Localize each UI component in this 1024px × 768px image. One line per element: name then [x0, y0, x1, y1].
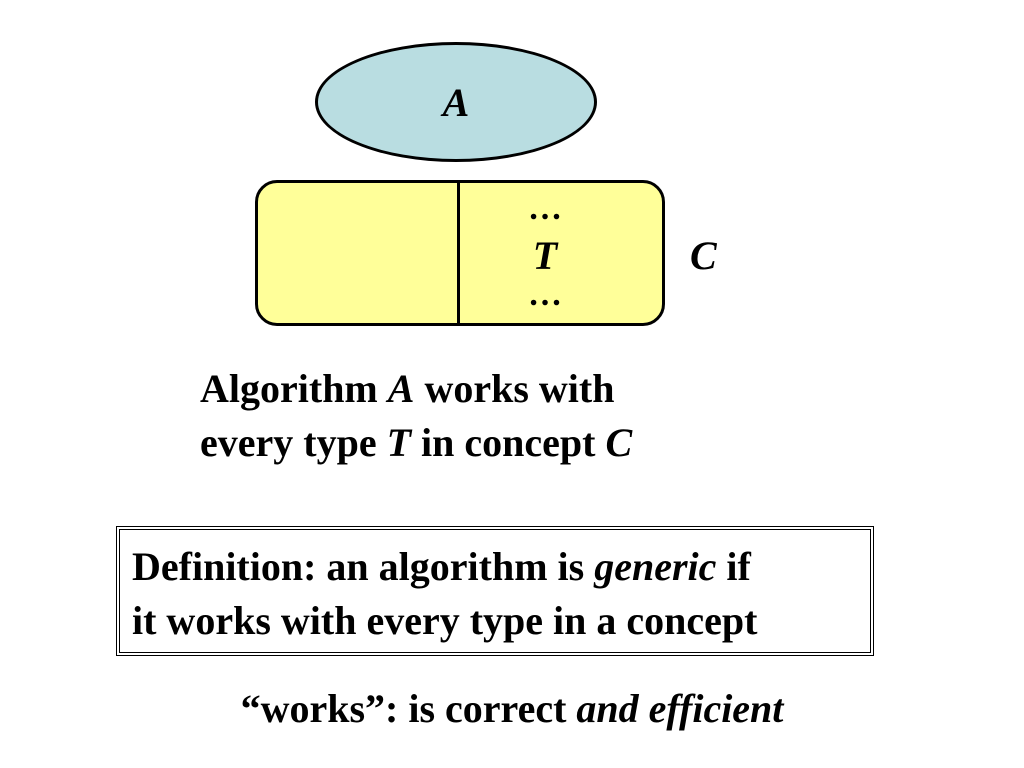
algorithm-ellipse: A	[315, 42, 597, 162]
ellipsis-top: …	[528, 190, 562, 227]
definition-line-1: Definition: an algorithm is generic if	[132, 540, 870, 594]
concept-box	[255, 180, 665, 326]
footer-text: “works”: is correct	[240, 686, 577, 731]
definition-text: Definition: an algorithm is	[132, 544, 595, 589]
caption-variable: T	[386, 420, 412, 465]
concept-divider	[457, 180, 460, 326]
caption-text: in concept	[411, 420, 606, 465]
definition-line-2: it works with every type in a concept	[132, 598, 758, 643]
definition-text: if	[716, 544, 751, 589]
caption-variable: A	[387, 366, 415, 411]
footer-emphasis: and efficient	[576, 686, 784, 731]
algorithm-label: A	[442, 79, 470, 125]
caption-text: every type	[200, 420, 387, 465]
caption: Algorithm A works with every type T in c…	[200, 362, 632, 470]
caption-line-1: Algorithm A works with	[200, 362, 632, 416]
ellipsis-bottom: …	[528, 276, 562, 313]
type-label: T	[532, 233, 558, 278]
footer-note: “works”: is correct and efficient	[0, 684, 1024, 734]
caption-line-2: every type T in concept C	[200, 416, 632, 470]
concept-label: C	[690, 233, 717, 278]
caption-text: Algorithm	[200, 366, 388, 411]
definition-box: Definition: an algorithm is generic if i…	[116, 526, 874, 656]
caption-variable: C	[605, 420, 633, 465]
caption-text: works with	[414, 366, 615, 411]
definition-emphasis: generic	[594, 544, 717, 589]
